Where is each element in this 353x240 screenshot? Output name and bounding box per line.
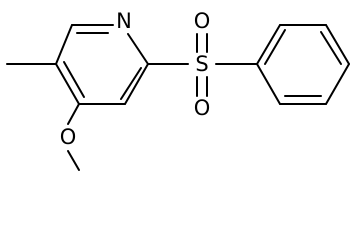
- bond-c4-c5: [55, 63, 80, 105]
- phenyl-bond-1-inner: [264, 29, 286, 65]
- bond-c4-o-methoxy: [67, 103, 80, 125]
- phenyl-bond-1: [256, 24, 281, 65]
- phenyl-bond-3: [325, 24, 350, 65]
- phenyl-bond-6: [256, 63, 281, 105]
- phenyl-ring: [256, 24, 350, 105]
- bond-c4-c5-inner: [63, 61, 85, 98]
- bond-c2-c3-inner: [120, 67, 142, 100]
- atom-methoxy-oxygen: O: [60, 125, 77, 149]
- molecule-structure-diagram: N S O O O: [6, 9, 350, 171]
- atom-sulfur: S: [195, 52, 208, 76]
- bond-c5-c6: [55, 24, 73, 65]
- bond-c2-c3: [124, 63, 149, 105]
- phenyl-bond-4: [325, 63, 350, 105]
- atom-sulfonyl-oxygen-top: O: [194, 9, 211, 33]
- pyridine-ring: [55, 24, 149, 105]
- bond-o-ch3-methoxy: [67, 150, 80, 171]
- bond-n-c2: [127, 33, 149, 65]
- phenyl-bond-3-inner: [320, 31, 342, 65]
- atom-nitrogen: N: [116, 9, 132, 33]
- atom-sulfonyl-oxygen-bottom: O: [194, 96, 211, 120]
